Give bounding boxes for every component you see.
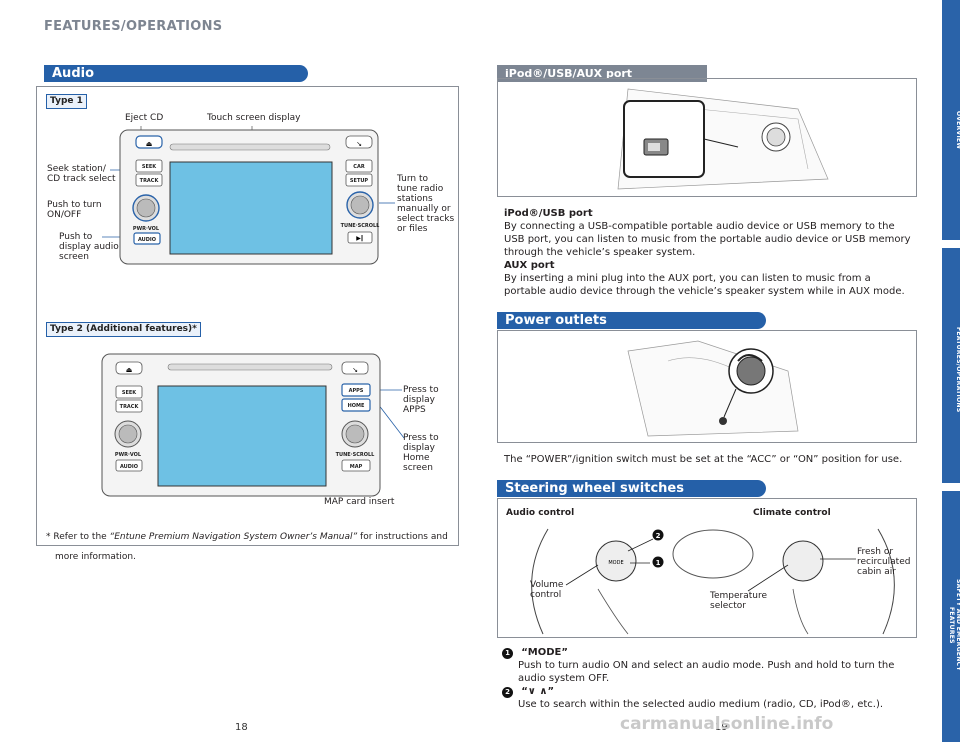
steering-image-frame (497, 498, 917, 638)
power-section-title: Power outlets (497, 312, 766, 329)
power-on-off-label: Push to turn ON/OFF (47, 200, 102, 220)
type1-car-label: CAR (353, 164, 365, 170)
type2-head-unit: ⏏ SEEK TRACK PWR·VOL AUDIO ↘ APPS HOME T… (101, 353, 405, 497)
svg-text:MODE: MODE (608, 560, 623, 566)
page-number-left: 18 (235, 722, 248, 733)
eject-cd-label: Eject CD (125, 113, 164, 123)
type2-pwr-label: PWR·VOL (115, 452, 142, 458)
callout-2-icon: 2 (502, 687, 513, 698)
volume-control-label: Volume control (530, 580, 564, 600)
seek-station-label: Seek station/ CD track select (47, 164, 116, 184)
svg-text:2: 2 (656, 532, 661, 540)
type1-track-label: TRACK (140, 178, 160, 184)
climate-control-label: Climate control (753, 508, 831, 518)
fresh-air-label: Fresh or recirculated cabin air (857, 547, 911, 577)
apps-label: Press to display APPS (403, 385, 439, 415)
tab-safety-label: SAFETY AND EMERGENCY FEATURES (948, 578, 960, 671)
type2-seek-label: SEEK (122, 390, 137, 396)
tab-safety[interactable] (942, 491, 960, 742)
page-number-right: 19 (715, 722, 728, 733)
type2-tag: Type 2 (Additional features)* (46, 322, 201, 337)
svg-text:1: 1 (656, 559, 661, 567)
power-outlet-illustration (627, 340, 799, 437)
watermark: carmanualsonline.info (620, 714, 834, 734)
type2-track-label: TRACK (120, 404, 140, 410)
type1-seek-label: SEEK (142, 164, 157, 170)
svg-text:↘: ↘ (352, 366, 358, 374)
type1-tune-label: TUNE·SCROLL (341, 223, 381, 229)
svg-text:▶‖: ▶‖ (356, 235, 364, 242)
type1-setup-label: SETUP (350, 178, 368, 184)
home-label: Press to display Home screen (403, 433, 439, 473)
audio-screen-label: Push to display audio screen (59, 232, 119, 262)
type2-tune-label: TUNE·SCROLL (336, 452, 376, 458)
tune-radio-label: Turn to tune radio stations manually or … (397, 174, 455, 234)
type2-home-label: HOME (348, 403, 365, 409)
steering-wheel-illustration: MODE 2 1 (531, 528, 895, 635)
audio-footnote: * Refer to the “Entune Premium Navigatio… (46, 532, 448, 562)
steering-item-1: 1 “MODE” Push to turn audio ON and selec… (502, 646, 912, 685)
power-image-frame (497, 330, 917, 443)
page-header-title: FEATURES/OPERATIONS (44, 19, 223, 34)
svg-text:⏏: ⏏ (126, 366, 133, 374)
tab-features-label: FEATURES/OPERATIONS (955, 327, 960, 413)
ipod-port-illustration (617, 88, 829, 190)
power-description: The “POWER”/ignition switch must be set … (504, 454, 903, 465)
type1-head-unit: ⏏ SEEK TRACK PWR·VOL AUDIO ↘ CAR SETUP T… (102, 126, 395, 265)
tab-overview-label: OVERVIEW (955, 110, 960, 150)
temperature-selector-label: Temperature selector (710, 591, 768, 611)
map-card-label: MAP card insert (324, 497, 395, 507)
audio-section-title: Audio (44, 65, 308, 82)
touch-screen-label: Touch screen display (207, 113, 301, 123)
type1-pwr-label: PWR·VOL (133, 226, 160, 232)
audio-frame (36, 86, 459, 546)
steering-section-title: Steering wheel switches (497, 480, 766, 497)
tab-overview[interactable] (942, 0, 960, 240)
type2-audio-label: AUDIO (120, 464, 138, 470)
steering-item-2: 2 “∨ ∧” Use to search within the selecte… (502, 685, 912, 711)
type2-apps-label: APPS (349, 388, 364, 394)
svg-text:⏏: ⏏ (146, 140, 153, 148)
ipod-image-frame (497, 78, 917, 197)
ipod-description: iPod®/USB port By connecting a USB-compa… (504, 208, 911, 297)
tab-features[interactable] (942, 248, 960, 483)
svg-text:↘: ↘ (356, 140, 362, 148)
audio-control-label: Audio control (506, 508, 575, 518)
callout-1-icon: 1 (502, 648, 513, 659)
type1-audio-label: AUDIO (138, 237, 156, 243)
type2-map-label: MAP (350, 464, 363, 470)
ipod-section-title: iPod®/USB/AUX port (497, 65, 707, 82)
type1-tag: Type 1 (46, 94, 87, 109)
